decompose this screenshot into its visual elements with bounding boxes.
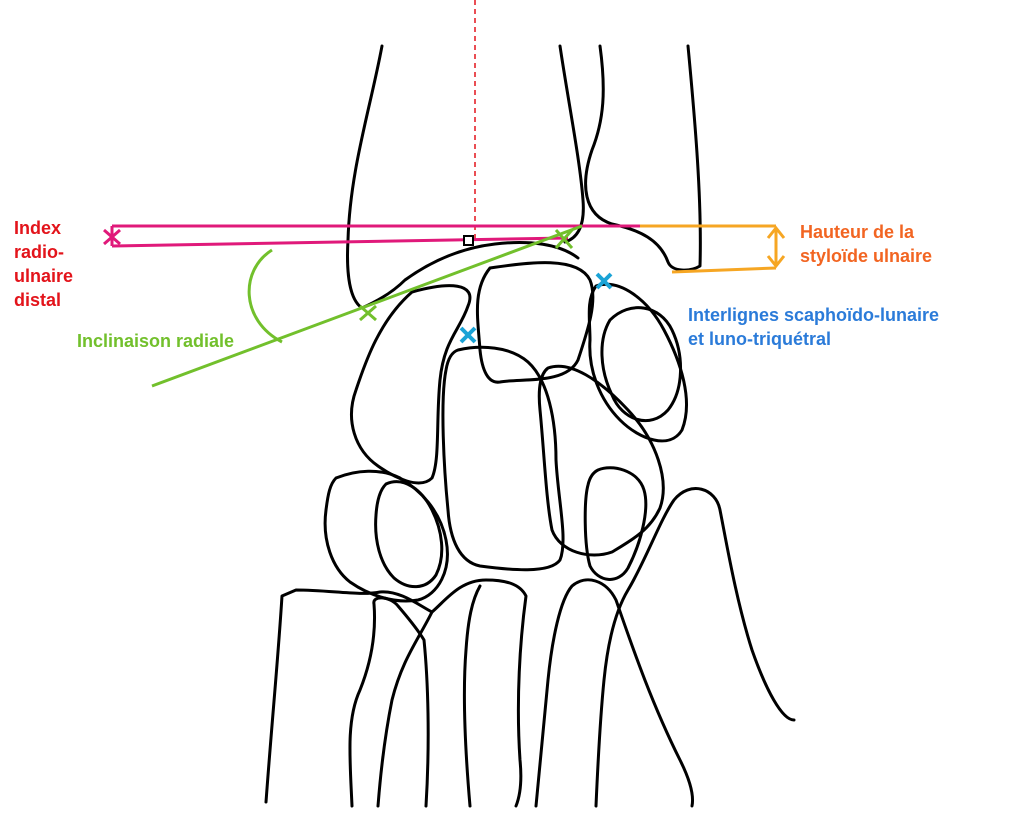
fifth-metacarpal-outline: [534, 578, 694, 808]
first-metacarpal-outline: [264, 588, 434, 808]
ulnar-metacarpal-outline: [594, 487, 796, 808]
ulnar-styloid-height-label: Hauteur de la styloïde ulnaire: [800, 222, 933, 266]
right-angle-marker: [463, 235, 474, 246]
ulna-outline: [584, 44, 702, 272]
radial-inclination-arc: [247, 248, 283, 344]
triquetrum-outline: [587, 282, 689, 443]
second-metacarpal-outline: [348, 596, 430, 808]
radial-inclination-label: Inclinaison radiale: [77, 331, 235, 351]
scaphoid-outline: [350, 284, 472, 485]
index-cross-marker: [103, 228, 121, 246]
interline-markers: [459, 272, 613, 344]
capitate-outline: [441, 345, 565, 572]
lunate-outline: [475, 261, 595, 384]
styloid-height-lines: [640, 224, 786, 274]
wrist-bone-outlines: [264, 44, 796, 808]
index-lower-line: [111, 236, 569, 248]
interlines-label: Interlignes scaphoïdo-lunaire et luno-tr…: [688, 305, 940, 349]
radius-outline: [346, 44, 585, 310]
trapezoid-outline: [374, 480, 444, 589]
radius-articular-surface: [360, 241, 580, 310]
hamate-outline: [537, 364, 665, 557]
pisiform-outline: [600, 306, 682, 423]
distal-radioulnar-index-label: Index radio- ulnaire distal: [14, 218, 74, 310]
fourth-metacarpal-outline: [462, 584, 482, 808]
radial-inclination-line: [151, 224, 583, 388]
inclination-cross-markers: [359, 229, 574, 322]
trapezium-outline: [323, 469, 449, 603]
hamate-hook-outline: [583, 466, 648, 581]
third-metacarpal-outline: [430, 578, 528, 808]
